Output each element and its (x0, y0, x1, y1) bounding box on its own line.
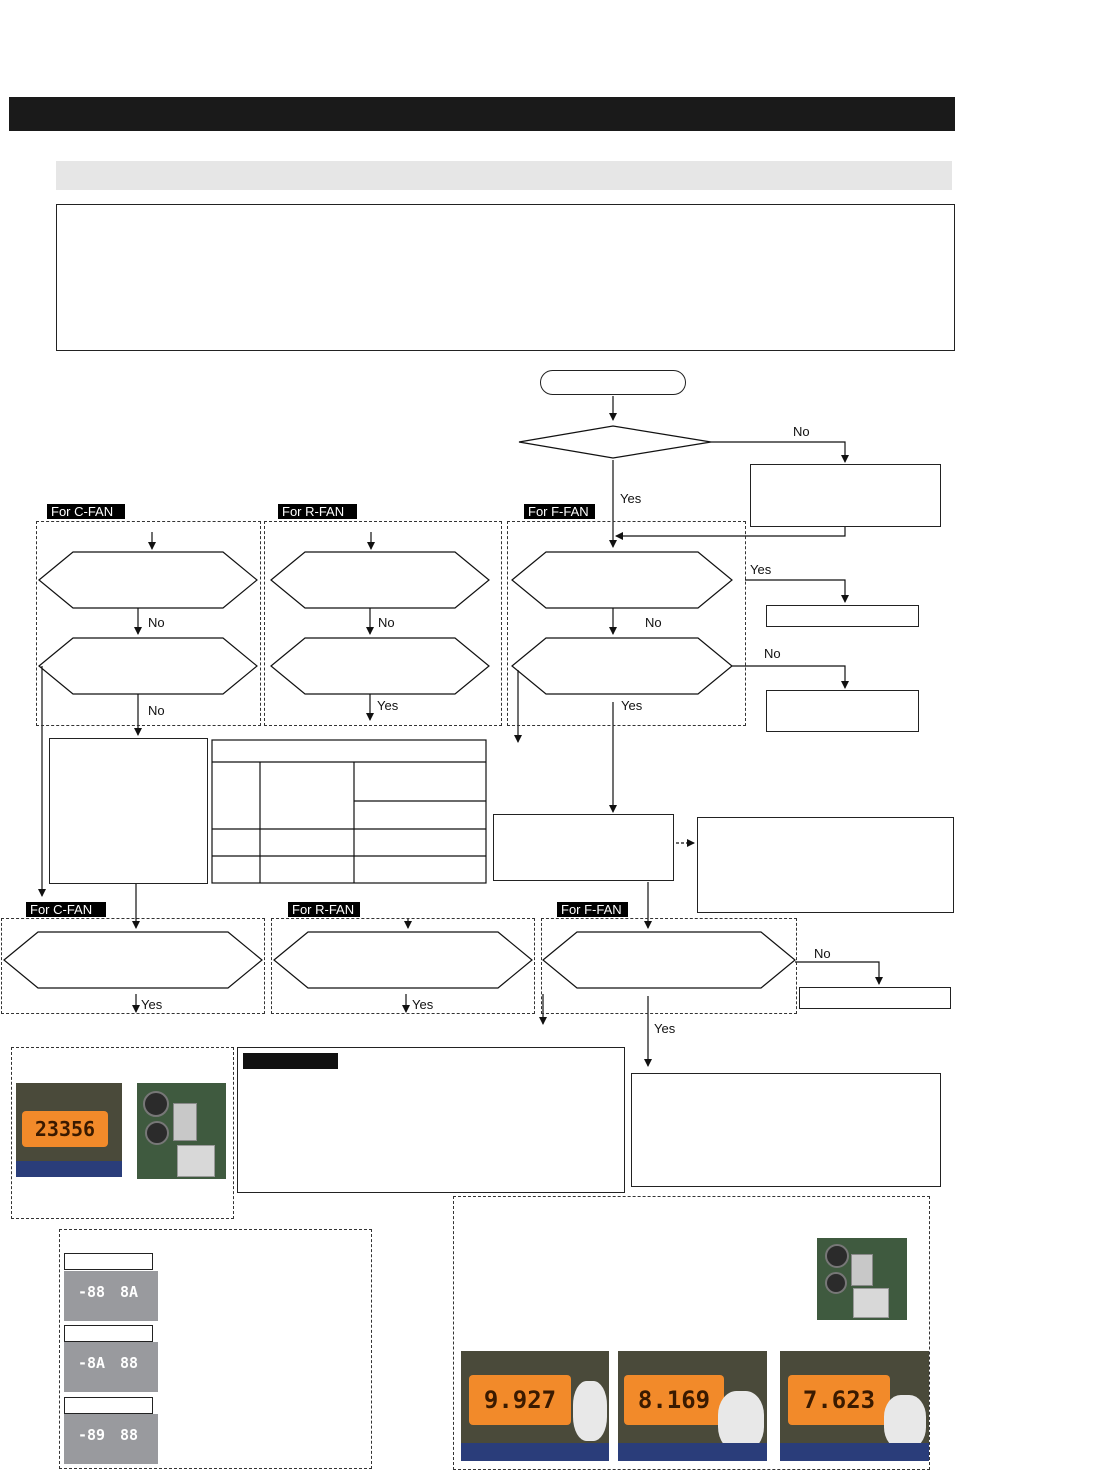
panel-1-right: 8A (120, 1283, 139, 1301)
glove-icon (573, 1381, 607, 1441)
label-yes-f2: Yes (621, 698, 643, 713)
r-fan-group-bottom (271, 918, 535, 1014)
c-fan-tag-top: For C-FAN (47, 504, 125, 519)
process-box-no-result (766, 690, 919, 732)
label-no-r1: No (378, 615, 395, 630)
process-box-yes-result (766, 605, 919, 627)
panel-3-right: 88 (120, 1426, 139, 1444)
panel-caption-3 (64, 1397, 153, 1414)
meter-keys (618, 1443, 767, 1461)
process-box-bottom-no-result (799, 987, 951, 1009)
panel-caption-1 (64, 1253, 153, 1270)
decision-hex-r2 (270, 637, 490, 695)
capacitor-icon (825, 1272, 847, 1294)
decision-hex-f1 (511, 551, 733, 609)
capacitor-icon (143, 1091, 169, 1117)
photo-group-left (11, 1047, 234, 1219)
multimeter-photo-4: 7.623 (780, 1351, 929, 1461)
f-fan-group-top (507, 521, 746, 726)
process-box-f-fan-check (493, 814, 674, 881)
decision-hex-f3 (542, 931, 796, 989)
r-fan-group-top (264, 521, 502, 726)
f-fan-tag-top: For F-FAN (524, 504, 595, 519)
subsection-header-bar (56, 161, 952, 190)
heatsink-icon (851, 1254, 873, 1286)
decision-hex-r1 (270, 551, 490, 609)
heatsink-icon (173, 1103, 197, 1141)
decision-hex-c2 (38, 637, 258, 695)
label-yes-main: Yes (620, 491, 642, 506)
relay-icon (177, 1145, 215, 1177)
photo-group-right (453, 1196, 930, 1470)
f-fan-group-bottom (541, 918, 797, 1014)
display-panel-2: -8A 88 (64, 1342, 158, 1392)
c-fan-tag-bottom: For C-FAN (26, 902, 106, 917)
c-fan-group-top (36, 521, 261, 726)
panel-caption-2 (64, 1325, 153, 1342)
relay-icon (853, 1288, 889, 1318)
circuit-board-photo-1 (137, 1083, 226, 1179)
display-panel-3: -89 88 (64, 1414, 158, 1464)
decision-hex-c1 (38, 551, 258, 609)
label-no-c1: No (148, 615, 165, 630)
label-yes-f1: Yes (750, 562, 772, 577)
multimeter-photo-2: 9.927 (461, 1351, 609, 1461)
process-box-reference (697, 817, 954, 913)
panel-2-left: -8A (78, 1354, 106, 1372)
label-yes-f3: Yes (654, 1021, 676, 1036)
multimeter-photo-1: 23356 (16, 1083, 122, 1177)
decision-hex-r3 (273, 931, 533, 989)
label-yes-c3: Yes (141, 997, 163, 1012)
process-box-no-branch (750, 464, 941, 527)
panel-3-left: -89 (78, 1426, 106, 1444)
label-no-f3: No (814, 946, 831, 961)
meter-keys (461, 1443, 609, 1461)
note-box (237, 1047, 625, 1193)
process-box-final (631, 1073, 941, 1187)
label-yes-r2: Yes (377, 698, 399, 713)
display-panel-group (59, 1229, 372, 1469)
meter-reading-1: 23356 (22, 1111, 108, 1147)
label-no-f1: No (645, 615, 662, 630)
panel-1-left: -88 (78, 1283, 106, 1301)
meter-keys (16, 1161, 122, 1177)
panel-2-right: 88 (120, 1354, 139, 1372)
capacitor-icon (825, 1244, 849, 1268)
label-no-c2: No (148, 703, 165, 718)
circuit-board-photo-2 (817, 1238, 907, 1320)
f-fan-tag-bottom: For F-FAN (557, 902, 628, 917)
meter-keys (780, 1443, 929, 1461)
r-fan-tag-bottom: For R-FAN (288, 902, 360, 917)
decision-hex-c3 (3, 931, 263, 989)
note-label-bar (243, 1053, 338, 1069)
decision-diamond-main (518, 425, 712, 459)
process-box-c-fan-check (49, 738, 208, 884)
c-fan-group-bottom (1, 918, 265, 1014)
glove-icon (718, 1391, 764, 1451)
display-panel-1: -88 8A (64, 1271, 158, 1321)
meter-reading-4: 7.623 (788, 1375, 890, 1425)
section-header-bar (9, 97, 955, 131)
multimeter-photo-3: 8.169 (618, 1351, 767, 1461)
label-yes-r3: Yes (412, 997, 434, 1012)
label-no-f2: No (764, 646, 781, 661)
glove-icon (884, 1395, 926, 1449)
label-no-main: No (793, 424, 810, 439)
capacitor-icon (145, 1121, 169, 1145)
meter-reading-2: 9.927 (469, 1375, 571, 1425)
meter-reading-3: 8.169 (624, 1375, 724, 1425)
start-terminator (540, 370, 686, 395)
r-fan-tag-top: For R-FAN (278, 504, 357, 519)
description-box (56, 204, 955, 351)
